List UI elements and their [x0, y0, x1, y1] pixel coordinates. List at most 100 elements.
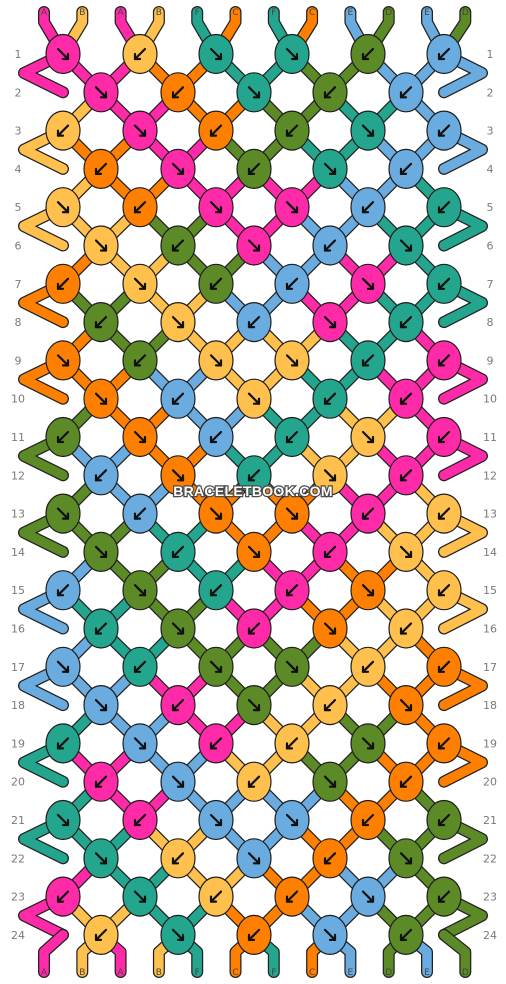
arrow-icon — [285, 813, 299, 827]
row-number-left: 6 — [15, 240, 22, 253]
arrow-icon — [361, 584, 375, 597]
row-number-left: 12 — [11, 469, 25, 482]
knot — [83, 148, 119, 189]
knot — [122, 570, 158, 611]
arrow-icon — [56, 660, 70, 673]
arrow-icon — [323, 469, 337, 482]
arrow-icon — [323, 239, 337, 252]
arrow-icon — [94, 86, 108, 99]
knot — [160, 225, 196, 266]
knot — [274, 646, 310, 687]
arrow-icon — [94, 622, 108, 635]
knot — [274, 416, 310, 458]
row-number-left: 9 — [15, 354, 22, 367]
arrow-icon — [247, 928, 261, 941]
knot — [312, 608, 348, 649]
arrow-icon — [323, 775, 337, 788]
knot — [83, 608, 119, 649]
knot — [122, 340, 158, 381]
knot — [350, 187, 386, 228]
knot — [274, 570, 310, 611]
row-number-left: 11 — [11, 431, 25, 444]
arrow-icon — [133, 507, 147, 520]
arrow-icon — [171, 928, 185, 941]
knot — [350, 570, 386, 611]
strand-label-bottom: E — [348, 968, 354, 978]
arrow-icon — [285, 737, 299, 750]
knot — [312, 148, 348, 189]
arrow-icon — [94, 545, 108, 558]
row-number-right: 5 — [487, 201, 494, 214]
knot — [312, 378, 348, 419]
knot — [274, 876, 310, 917]
row-number-left: 3 — [15, 125, 22, 138]
arrow-icon — [399, 545, 413, 558]
arrow-icon — [437, 813, 451, 827]
row-number-right: 14 — [483, 546, 497, 559]
row-number-right: 4 — [487, 163, 494, 176]
knot — [198, 723, 234, 764]
knot — [198, 33, 234, 75]
strand-label-bottom: C — [309, 968, 315, 978]
knot — [274, 340, 310, 381]
knot — [350, 340, 386, 381]
row-number-right: 1 — [487, 48, 494, 61]
arrow-icon — [285, 890, 299, 903]
arrow-icon — [94, 852, 108, 865]
knot — [160, 378, 196, 419]
knot — [122, 799, 158, 841]
row-number-left: 21 — [11, 814, 25, 827]
knot — [160, 148, 196, 189]
knot — [45, 416, 81, 458]
arrow-icon — [94, 699, 108, 712]
knot — [45, 110, 81, 151]
knot — [426, 187, 462, 228]
arrow-icon — [133, 737, 147, 750]
arrow-icon — [399, 852, 413, 865]
knot — [236, 225, 272, 266]
arrow-icon — [323, 86, 337, 99]
knot — [160, 302, 196, 343]
arrow-icon — [323, 699, 337, 712]
arrow-icon — [209, 507, 223, 520]
strand-label-bottom: D — [385, 968, 392, 978]
knot — [426, 570, 462, 611]
knot — [45, 33, 81, 75]
arrow-icon — [209, 813, 223, 827]
strand-label-bottom: A — [118, 968, 125, 978]
knot — [274, 110, 310, 151]
row-number-left: 1 — [15, 48, 22, 61]
knot — [198, 187, 234, 228]
row-number-right: 21 — [483, 814, 497, 827]
knot — [45, 493, 81, 534]
row-number-right: 12 — [483, 469, 497, 482]
arrow-icon — [399, 316, 413, 329]
arrow-icon — [323, 928, 337, 941]
arrow-icon — [247, 545, 261, 558]
row-number-left: 4 — [15, 163, 22, 176]
arrow-icon — [437, 354, 451, 367]
knot — [45, 187, 81, 228]
arrow-icon — [133, 277, 147, 290]
arrow-icon — [247, 852, 261, 865]
arrow-icon — [209, 584, 223, 597]
arrow-icon — [437, 890, 451, 903]
arrow-icon — [94, 775, 108, 788]
row-number-right: 16 — [483, 623, 497, 636]
knot — [274, 187, 310, 228]
knot — [274, 493, 310, 534]
arrow-icon — [399, 775, 413, 788]
arrow-icon — [437, 584, 451, 597]
knot — [198, 263, 234, 304]
strand-label-top: B — [79, 8, 85, 18]
arrow-icon — [171, 622, 185, 635]
knot — [198, 570, 234, 611]
row-number-right: 10 — [483, 393, 497, 406]
row-number-right: 23 — [483, 891, 497, 904]
arrow-icon — [94, 162, 108, 175]
knot — [198, 646, 234, 687]
arrow-icon — [399, 699, 413, 712]
arrow-icon — [56, 890, 70, 903]
arrow-icon — [209, 354, 223, 367]
